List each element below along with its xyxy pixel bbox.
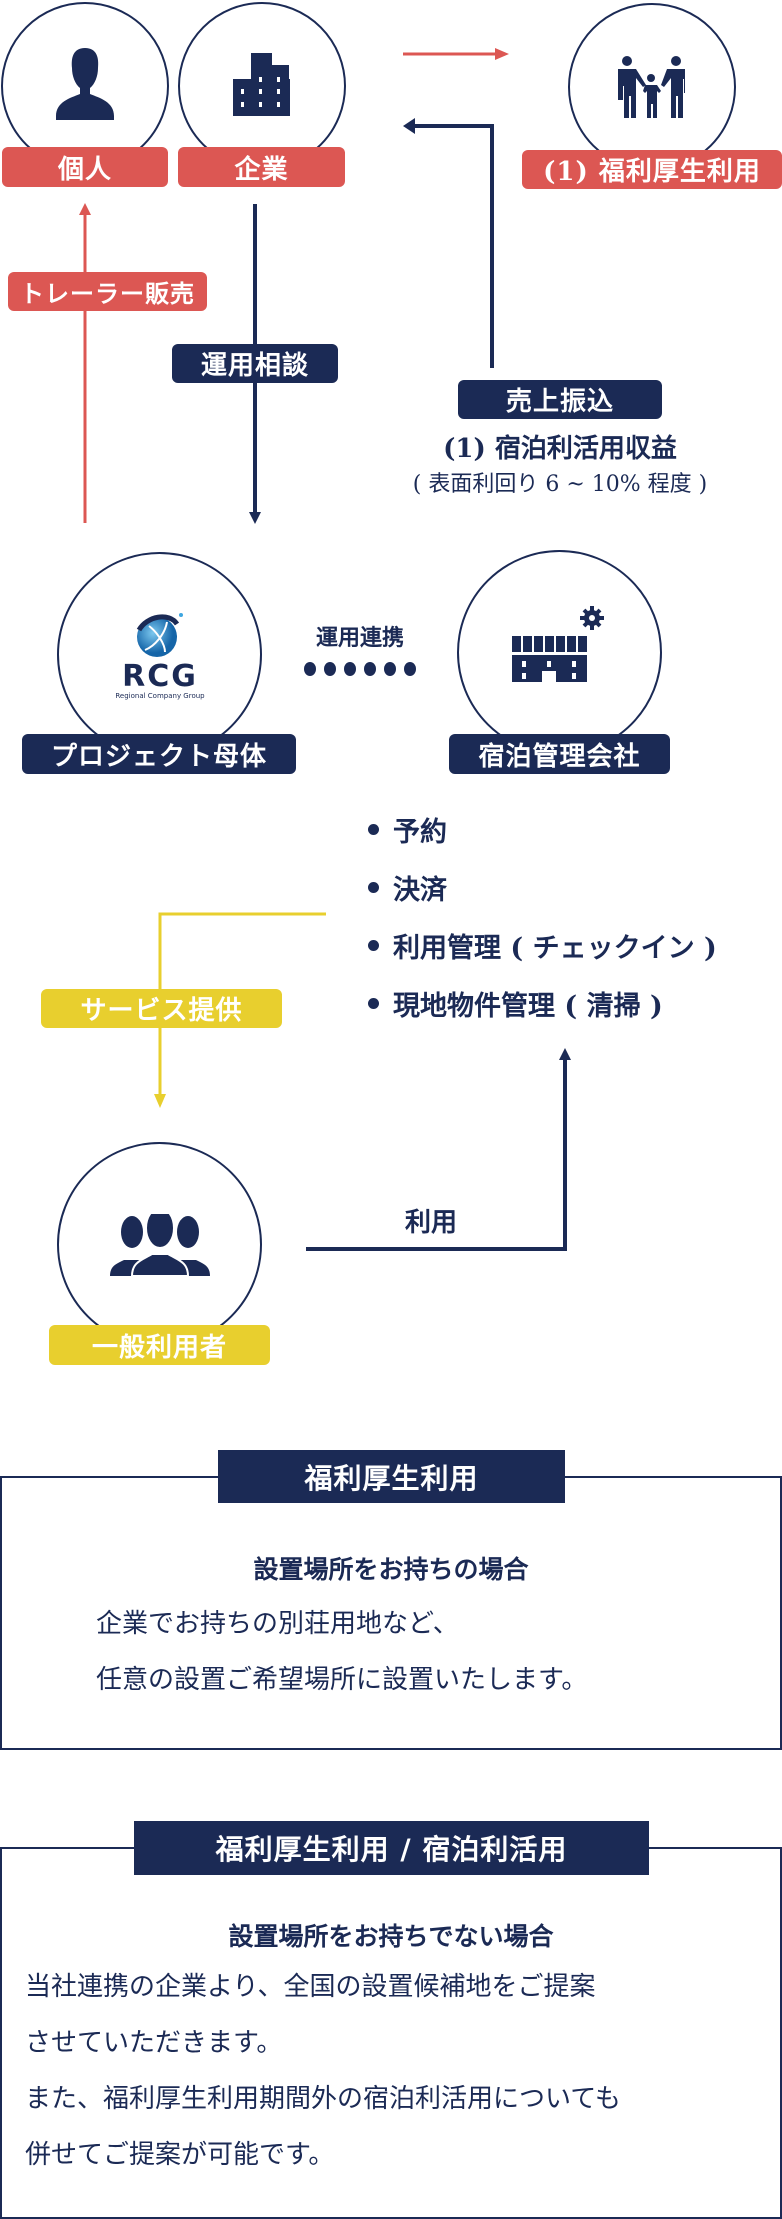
list-item: 決済 xyxy=(368,858,717,916)
arrow-company-to-welfare xyxy=(403,48,509,60)
factory-gear-icon xyxy=(512,606,604,682)
welfare-label: (1) 福利厚生利用 xyxy=(522,150,782,189)
project-label: プロジェクト母体 xyxy=(22,734,296,774)
box2-line: させていただきます。 xyxy=(25,2028,283,2058)
welfare-info-box: 設置場所をお持ちの場合 企業でお持ちの別荘用地など、 任意の設置ご希望場所に設置… xyxy=(0,1476,782,1750)
rcg-logo: RCG Regional Company Group xyxy=(100,612,220,700)
person-icon xyxy=(56,48,114,120)
company-label: 企業 xyxy=(178,147,345,187)
revenue-note: ( 表面利回り 6 ~ 10% 程度 ) xyxy=(412,472,708,497)
welfare-lodging-info-box: 設置場所をお持ちでない場合 当社連携の企業より、全国の設置候補地をご提案 させて… xyxy=(0,1847,782,2219)
arrow-service xyxy=(154,912,326,1108)
box2-heading: 設置場所をお持ちでない場合 xyxy=(228,1922,554,1951)
consultation-label: 運用相談 xyxy=(172,344,338,383)
list-item: 現地物件管理 ( 清掃 ) xyxy=(368,974,717,1032)
rcg-logo-text: RCG xyxy=(122,659,198,694)
box1-line: 任意の設置ご希望場所に設置いたします。 xyxy=(96,1665,588,1695)
globe-icon xyxy=(136,613,183,657)
box2-title: 福利厚生利用 / 宿泊利活用 xyxy=(134,1821,649,1875)
sales-transfer-label: 売上振込 xyxy=(458,380,662,419)
management-label: 宿泊管理会社 xyxy=(449,734,670,774)
group-icon xyxy=(110,1214,210,1276)
welfare-info-content: 設置場所をお持ちの場合 企業でお持ちの別荘用地など、 任意の設置ご希望場所に設置… xyxy=(2,1550,780,1708)
building-icon xyxy=(233,53,290,116)
service-label: サービス提供 xyxy=(41,989,282,1028)
users-label: 一般利用者 xyxy=(49,1325,270,1365)
management-circle xyxy=(457,550,662,755)
service-list: 予約 決済 利用管理 ( チェックイン ) 現地物件管理 ( 清掃 ) xyxy=(368,800,717,1032)
list-item: 利用管理 ( チェックイン ) xyxy=(368,916,717,974)
trailer-sales-label: トレーラー販売 xyxy=(8,272,207,311)
box1-heading: 設置場所をお持ちの場合 xyxy=(253,1555,529,1584)
list-item: 予約 xyxy=(368,800,717,858)
individual-label: 個人 xyxy=(2,147,168,187)
box1-line: 企業でお持ちの別荘用地など、 xyxy=(96,1609,459,1639)
arrow-usage xyxy=(306,1048,571,1251)
usage-label: 利用 xyxy=(405,1208,458,1238)
arrow-trailer-sales xyxy=(79,203,91,523)
rcg-logo-sub: Regional Company Group xyxy=(115,692,205,700)
box2-line: また、福利厚生利用期間外の宿泊利活用についても xyxy=(25,2084,621,2114)
box1-title: 福利厚生利用 xyxy=(218,1450,565,1503)
cooperation-dots xyxy=(304,662,416,676)
users-circle xyxy=(57,1142,262,1347)
cooperation-label: 運用連携 xyxy=(315,625,404,651)
welfare-lodging-info-content: 設置場所をお持ちでない場合 当社連携の企業より、全国の設置候補地をご提案 させて… xyxy=(2,1917,780,2183)
arrow-sales-transfer xyxy=(403,118,494,368)
box2-line: 併せてご提案が可能です。 xyxy=(25,2140,335,2170)
box2-line: 当社連携の企業より、全国の設置候補地をご提案 xyxy=(25,1972,596,2002)
revenue-title: (1) 宿泊利活用収益 xyxy=(443,434,677,464)
family-icon xyxy=(618,56,685,118)
